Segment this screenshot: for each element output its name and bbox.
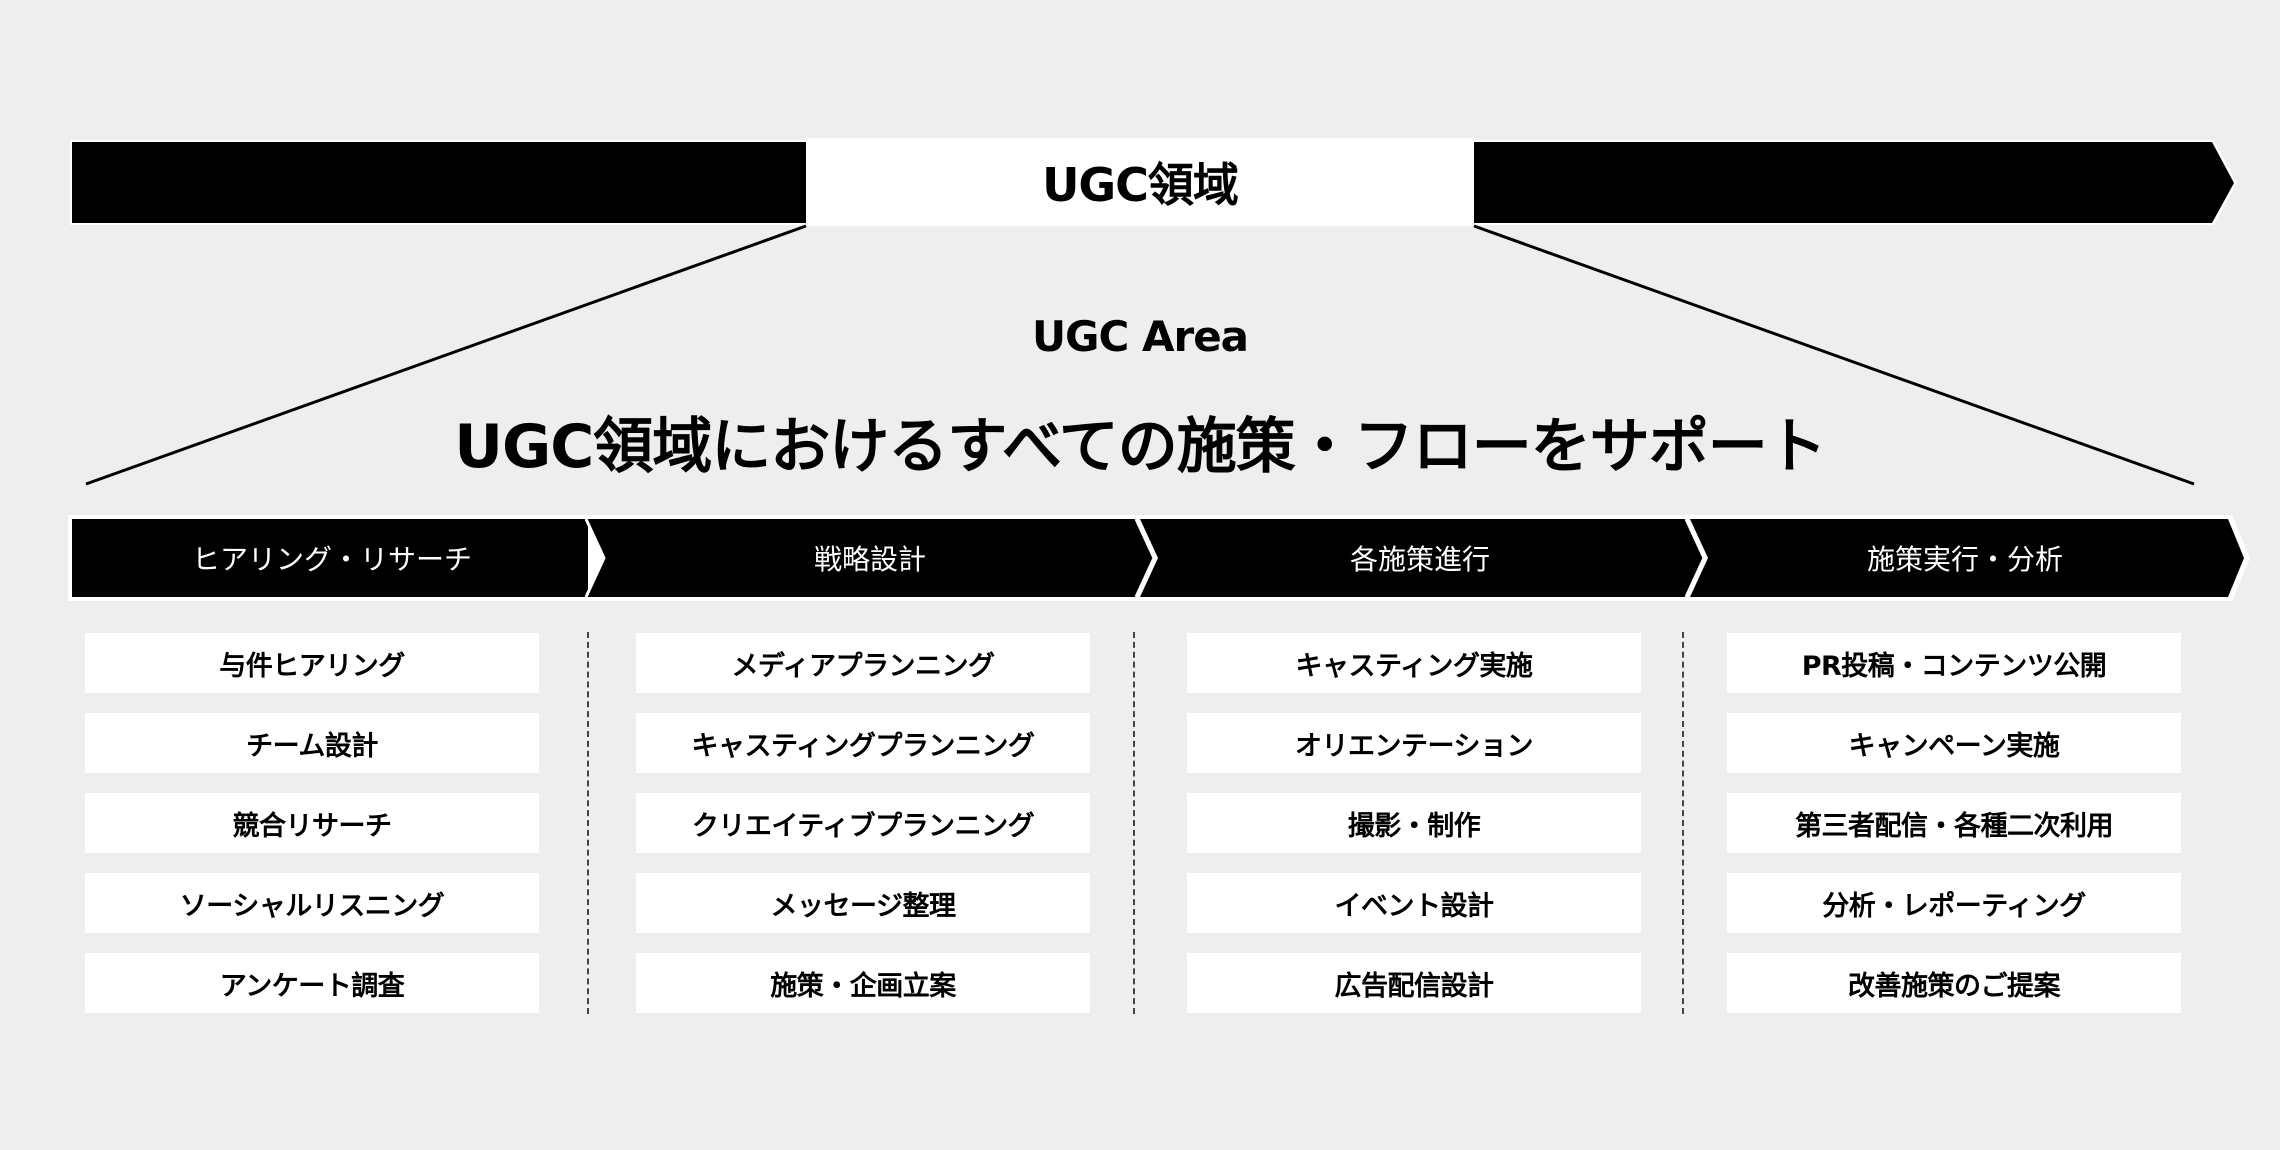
phase-strategy-design: 戦略設計 [813,543,926,576]
column-divider [1682,632,1684,1014]
list-item: イベント設計 [1187,873,1641,933]
column-divider [587,632,589,1014]
zoom-line-left [85,224,807,486]
phase-hearing-research: ヒアリング・リサーチ [191,543,472,576]
list-item: 撮影・制作 [1187,793,1641,853]
column-hearing-research: 与件ヒアリング チーム設計 競合リサーチ ソーシャルリスニング アンケート調査 [85,633,539,1033]
list-item: オリエンテーション [1187,713,1641,773]
list-item: 与件ヒアリング [85,633,539,693]
phase-arrow-bar [68,515,2250,601]
banner-title: UGC領域 [1042,158,1239,212]
list-item: ソーシャルリスニング [85,873,539,933]
column-divider [1133,632,1135,1014]
list-item: 改善施策のご提案 [1727,953,2181,1013]
list-item: メディアプランニング [636,633,1090,693]
column-strategy-design: メディアプランニング キャスティングプランニング クリエイティブプランニング メ… [636,633,1090,1033]
column-implementation-analysis: PR投稿・コンテンツ公開 キャンペーン実施 第三者配信・各種二次利用 分析・レポ… [1727,633,2181,1033]
column-execution-progress: キャスティング実施 オリエンテーション 撮影・制作 イベント設計 広告配信設計 [1187,633,1641,1033]
list-item: チーム設計 [85,713,539,773]
list-item: キャスティング実施 [1187,633,1641,693]
list-item: メッセージ整理 [636,873,1090,933]
phase-execution-progress: 各施策進行 [1349,543,1490,576]
subtitle-english: UGC Area [1031,312,1249,361]
list-item: PR投稿・コンテンツ公開 [1727,633,2181,693]
list-item: キャスティングプランニング [636,713,1090,773]
top-banner-arrow [70,138,2237,226]
phase-implementation-analysis: 施策実行・分析 [1866,543,2063,576]
list-item: 第三者配信・各種二次利用 [1727,793,2181,853]
list-item: 広告配信設計 [1187,953,1641,1013]
list-item: クリエイティブプランニング [636,793,1090,853]
list-item: キャンペーン実施 [1727,713,2181,773]
list-item: 施策・企画立案 [636,953,1090,1013]
headline: UGC領域におけるすべての施策・フローをサポート [454,412,1826,482]
list-item: 競合リサーチ [85,793,539,853]
list-item: アンケート調査 [85,953,539,1013]
zoom-line-right [1473,224,2195,486]
list-item: 分析・レポーティング [1727,873,2181,933]
